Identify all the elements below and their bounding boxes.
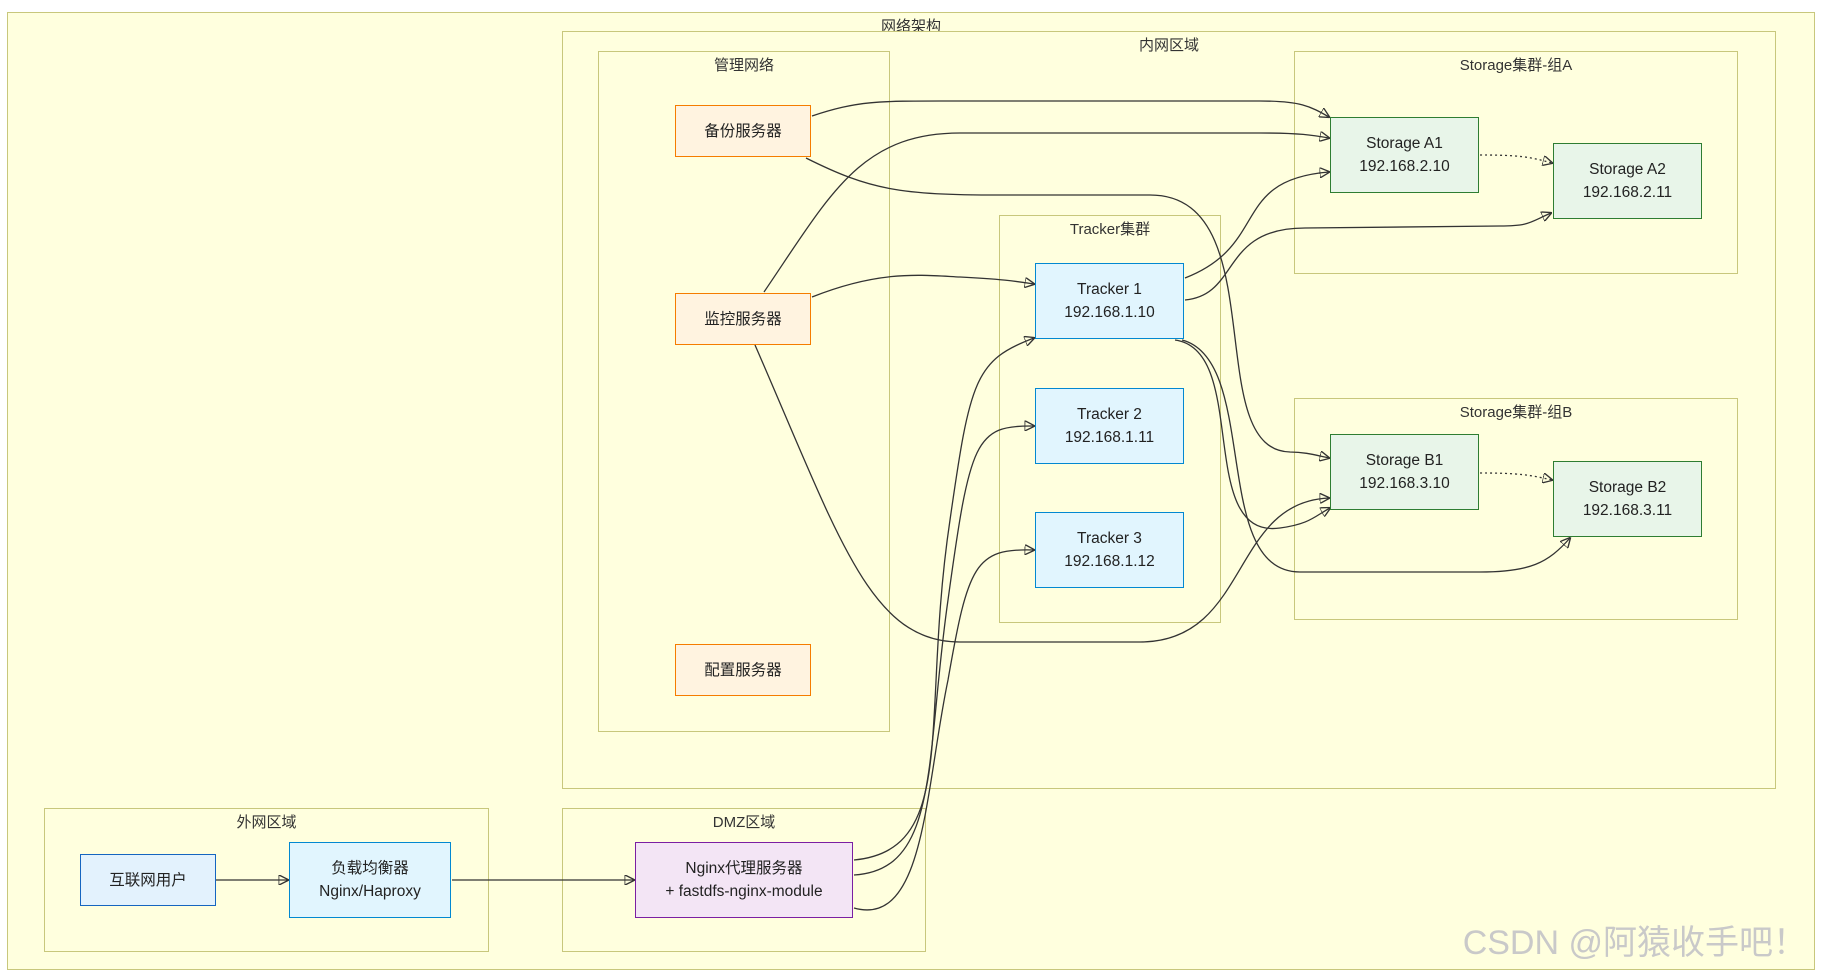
- node-storage-a1-name: Storage A1: [1366, 135, 1443, 152]
- cluster-label-internet-zone: 外网区域: [236, 814, 297, 831]
- cluster-label-storage-group-b: Storage集群-组B: [1459, 404, 1573, 421]
- cluster-label-management-network: 管理网络: [713, 57, 774, 74]
- node-load-balancer[interactable]: 负载均衡器 Nginx/Haproxy: [289, 842, 451, 918]
- node-storage-a2-name: Storage A2: [1589, 161, 1666, 178]
- node-tracker-2-ip: 192.168.1.11: [1064, 429, 1155, 446]
- node-storage-b1-ip: 192.168.3.10: [1359, 475, 1450, 492]
- node-monitoring-server[interactable]: 监控服务器: [675, 293, 811, 345]
- node-storage-a2-ip: 192.168.2.11: [1582, 184, 1673, 201]
- node-config-server-label: 配置服务器: [704, 661, 782, 679]
- node-tracker-2-name: Tracker 2: [1077, 406, 1142, 423]
- node-backup-server[interactable]: 备份服务器: [675, 105, 811, 157]
- cluster-label-storage-group-a: Storage集群-组A: [1459, 57, 1573, 74]
- node-storage-b1[interactable]: Storage B1 192.168.3.10: [1330, 434, 1479, 510]
- cluster-label-dmz: DMZ区域: [712, 814, 776, 831]
- node-nginx-proxy-name: Nginx代理服务器: [685, 860, 803, 877]
- cluster-label-network-architecture: 网络架构: [880, 18, 941, 35]
- cluster-label-intranet: 内网区域: [1138, 37, 1199, 54]
- node-internet-user[interactable]: 互联网用户: [80, 854, 216, 906]
- node-monitoring-server-label: 监控服务器: [704, 310, 782, 328]
- node-internet-user-label: 互联网用户: [109, 871, 187, 889]
- node-tracker-2[interactable]: Tracker 2 192.168.1.11: [1035, 388, 1184, 464]
- node-tracker-3-ip: 192.168.1.12: [1064, 553, 1155, 570]
- node-tracker-1[interactable]: Tracker 1 192.168.1.10: [1035, 263, 1184, 339]
- cluster-label-tracker: Tracker集群: [1069, 221, 1151, 238]
- node-storage-a2[interactable]: Storage A2 192.168.2.11: [1553, 143, 1702, 219]
- node-storage-a1-ip: 192.168.2.10: [1359, 158, 1450, 175]
- node-storage-a1[interactable]: Storage A1 192.168.2.10: [1330, 117, 1479, 193]
- watermark: CSDN @阿猿收手吧！: [1462, 924, 1807, 962]
- node-storage-b2[interactable]: Storage B2 192.168.3.11: [1553, 461, 1702, 537]
- node-tracker-1-name: Tracker 1: [1077, 281, 1142, 298]
- node-tracker-3[interactable]: Tracker 3 192.168.1.12: [1035, 512, 1184, 588]
- node-storage-b1-name: Storage B1: [1365, 452, 1444, 469]
- node-storage-b2-ip: 192.168.3.11: [1582, 502, 1673, 519]
- node-load-balancer-name: 负载均衡器: [331, 860, 409, 877]
- node-tracker-3-name: Tracker 3: [1077, 530, 1142, 547]
- node-storage-b2-name: Storage B2: [1588, 479, 1667, 496]
- node-nginx-proxy-detail: + fastdfs-nginx-module: [665, 883, 823, 900]
- node-config-server[interactable]: 配置服务器: [675, 644, 811, 696]
- node-backup-server-label: 备份服务器: [704, 122, 782, 140]
- node-tracker-1-ip: 192.168.1.10: [1064, 304, 1155, 321]
- node-nginx-proxy[interactable]: Nginx代理服务器 + fastdfs-nginx-module: [635, 842, 853, 918]
- node-load-balancer-detail: Nginx/Haproxy: [319, 883, 421, 900]
